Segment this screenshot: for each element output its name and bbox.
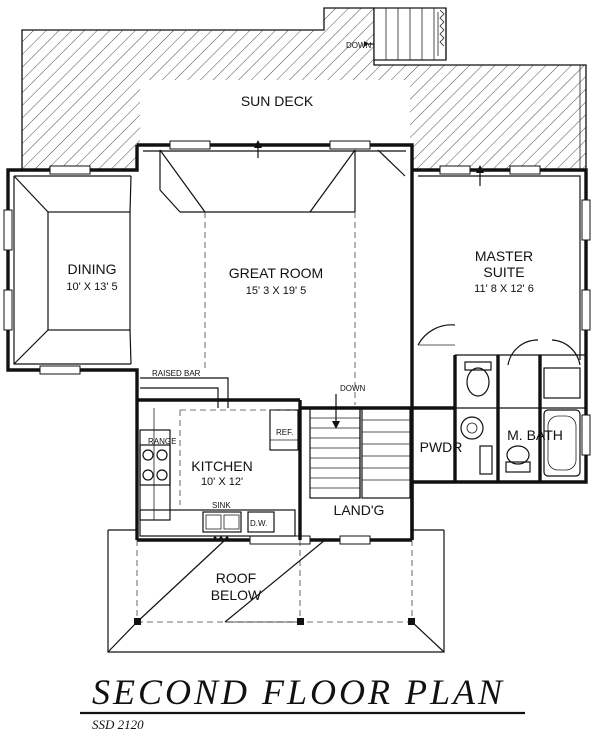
master-bath-label: M. BATH — [507, 427, 563, 443]
roof-below — [107, 529, 445, 653]
range-label: RANGE — [148, 437, 176, 446]
bath-fixtures — [460, 361, 581, 477]
powder-label: PWDR — [420, 439, 463, 455]
kitchen-label: KITCHEN — [191, 458, 252, 474]
master-suite-size: 11' 8 X 12' 6 — [474, 283, 534, 295]
great-room-size: 15' 3 X 19' 5 — [246, 285, 306, 297]
plan-code: SSD 2120 — [92, 717, 144, 732]
windows — [3, 140, 591, 545]
ref-label: REF. — [276, 428, 293, 437]
roof-label-2: BELOW — [211, 587, 262, 603]
dining-label: DINING — [68, 261, 117, 277]
dining-size: 10' X 13' 5 — [66, 281, 117, 293]
master-suite-label: MASTER — [475, 248, 533, 264]
sun-deck-label: SUN DECK — [241, 93, 314, 109]
deck-down-label: DOWN — [346, 41, 372, 50]
dw-label: D.W. — [250, 519, 267, 528]
deck-doors — [254, 140, 484, 186]
stair-down-label: DOWN — [340, 384, 366, 393]
sun-deck-area — [21, 7, 587, 171]
roof-label: ROOF — [216, 570, 256, 586]
dining-room — [13, 175, 132, 365]
interior-stairs — [309, 394, 411, 499]
sink-label: SINK — [212, 501, 231, 510]
kitchen — [139, 377, 299, 540]
raised-bar-label: RAISED BAR — [152, 369, 201, 378]
master-suite-label-2: SUITE — [483, 264, 524, 280]
great-room — [159, 149, 406, 405]
kitchen-size: 10' X 12' — [201, 476, 243, 488]
landing-label: LAND'G — [334, 502, 385, 518]
great-room-label: GREAT ROOM — [229, 265, 323, 281]
plan-title: SECOND FLOOR PLAN — [92, 672, 505, 712]
master-doors — [417, 324, 581, 366]
deck-stairs — [364, 7, 447, 61]
interior-walls — [137, 170, 586, 540]
